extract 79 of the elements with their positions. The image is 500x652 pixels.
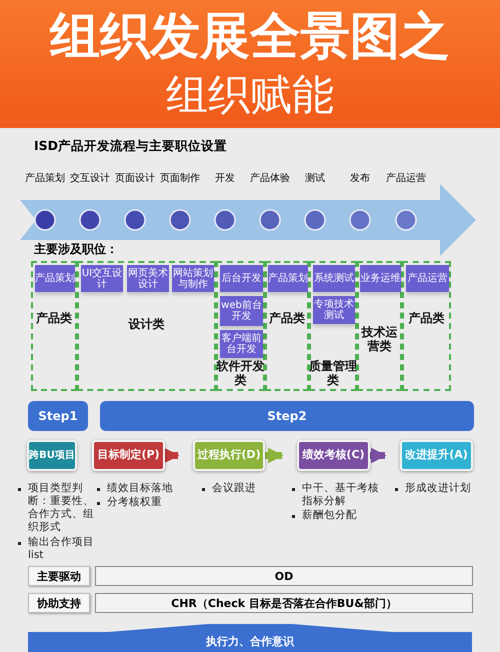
box-label: 协助支持 xyxy=(37,596,81,610)
row-value-box xyxy=(95,593,473,613)
job-role-box xyxy=(406,265,449,292)
box-label: 绩效考核(C) xyxy=(302,449,365,462)
stage-label: 交互设计 xyxy=(69,172,111,185)
box-label: 执行力、合作意识 xyxy=(206,634,294,649)
process-box xyxy=(297,440,370,471)
job-category-group xyxy=(357,261,402,391)
row-label-box xyxy=(28,593,90,613)
box-label: 产品策划 xyxy=(268,273,308,284)
box-label: 网站策划与制作 xyxy=(172,268,214,290)
stage-label: 开发 xyxy=(214,172,236,185)
box-label: 系统测试 xyxy=(314,273,354,284)
arrow xyxy=(370,448,387,464)
box-label: 客户端前台开发 xyxy=(220,333,262,355)
box-label: 目标制定(P) xyxy=(97,449,160,462)
job-category-group xyxy=(309,261,357,391)
category-label: 技术运营类 xyxy=(360,325,398,354)
job-category-group xyxy=(77,261,216,391)
section-heading: 主要涉及职位： xyxy=(34,241,118,258)
arrow xyxy=(164,448,180,464)
box-label: UI交互设计 xyxy=(81,268,123,290)
box-label: 主要驱动 xyxy=(37,568,81,584)
row-value-box xyxy=(95,566,473,586)
step-banner xyxy=(28,401,88,431)
bullet-item: 会议跟进 xyxy=(200,482,290,496)
stage-label: 产品策划 xyxy=(24,172,66,185)
subtitle: 组织赋能 xyxy=(165,70,335,120)
box-label: 改进提升(A) xyxy=(405,449,468,462)
process-box xyxy=(193,440,265,471)
job-category-group xyxy=(31,261,77,391)
category-label: 产品类 xyxy=(408,311,446,326)
box-label: CHR（Check 目标是否落在合作BU&部门） xyxy=(171,596,397,610)
stage-label: 页面设计 xyxy=(114,172,156,185)
job-role-box xyxy=(313,265,355,292)
box-label: 产品运营 xyxy=(408,273,448,284)
arrow xyxy=(265,448,284,464)
job-role-box xyxy=(35,265,75,292)
job-category-group xyxy=(402,261,451,391)
bullet-item: 分考核权重 xyxy=(95,496,190,510)
process-box xyxy=(400,440,473,471)
process-box xyxy=(27,440,77,471)
job-category-group xyxy=(216,261,265,391)
job-role-box xyxy=(220,265,263,292)
box-label: 产品策划 xyxy=(35,273,75,284)
category-label: 产品类 xyxy=(35,311,73,326)
bullet-item: 输出合作项目list xyxy=(16,536,94,562)
box-label: 后台开发 xyxy=(222,273,262,284)
box-label: 网页美术设计 xyxy=(127,268,169,290)
stage-label: 产品运营 xyxy=(385,172,427,185)
job-role-box xyxy=(360,265,401,292)
row-label-box xyxy=(28,566,90,586)
job-role-box xyxy=(268,265,308,292)
bullet-item: 绩效目标落地 xyxy=(95,482,190,496)
title: 组织发展全景图之 xyxy=(48,6,451,66)
stage-label: 发布 xyxy=(349,172,371,185)
box-label: OD xyxy=(274,570,294,582)
category-label: 质量管理类 xyxy=(309,359,357,388)
box-label: 业务运维 xyxy=(360,273,400,284)
category-label: 软件开发类 xyxy=(216,359,265,388)
category-label: 设计类 xyxy=(127,317,166,332)
stage-label: 测试 xyxy=(304,172,326,185)
step-banner xyxy=(100,401,474,431)
stage-label: 产品体验 xyxy=(249,172,291,185)
bullet-item: 项目类型判断：重要性、合作方式、组织形式 xyxy=(16,482,94,534)
box-label: 过程执行(D) xyxy=(197,449,261,462)
job-category-group xyxy=(265,261,309,391)
bullet-item: 薪酬包分配 xyxy=(290,509,385,522)
category-label: 产品类 xyxy=(268,311,306,326)
process-box xyxy=(92,440,165,471)
box-label: 专项技术测试 xyxy=(313,299,355,321)
box-label: web前台开发 xyxy=(220,300,263,322)
bullet-item: 中干、基干考核指标分解 xyxy=(290,482,385,508)
box-label: Step1 xyxy=(38,409,78,423)
section-heading: ISD产品开发流程与主要职位设置 xyxy=(34,138,228,155)
stage-label: 页面制作 xyxy=(159,172,201,185)
box-label: 跨BU项目 xyxy=(29,450,75,462)
box-label: Step2 xyxy=(267,409,307,423)
bullet-item: 形成改进计划 xyxy=(393,482,483,496)
